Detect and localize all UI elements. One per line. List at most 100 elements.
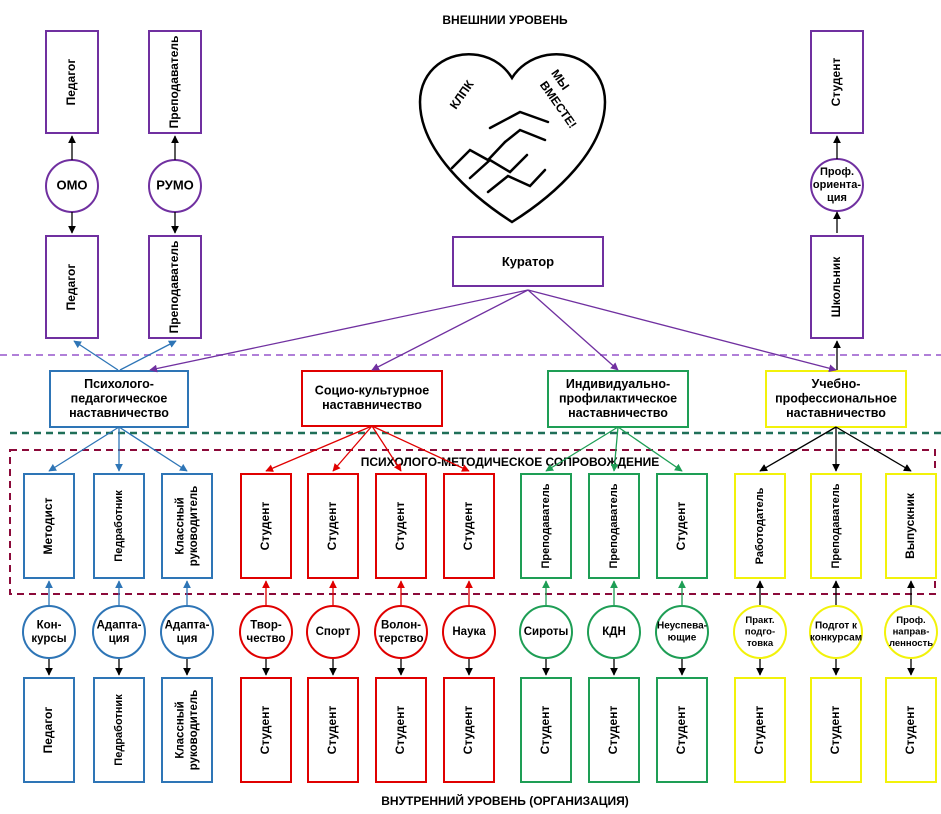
- form-circle-text: Сироты: [524, 626, 569, 638]
- mentee-box-text: Студент: [752, 706, 766, 755]
- form-circle: [374, 605, 428, 659]
- external-bottom-box-text: Преподаватель: [167, 241, 181, 334]
- mentee-box-text: Студент: [258, 706, 272, 755]
- category-box-text: педагогическое: [71, 391, 168, 405]
- curator-box: [452, 236, 604, 287]
- external-circle-text: ОМО: [56, 177, 87, 192]
- external-circle-text: ориента-: [813, 179, 861, 191]
- category-to-mentor-arrow: [118, 426, 188, 472]
- mentee-box-text: Студент: [828, 706, 842, 755]
- mentee-box-text: Педагог: [41, 707, 55, 754]
- category-box: [49, 370, 189, 428]
- external-top-box: [148, 30, 202, 134]
- category-link: [73, 340, 119, 371]
- external-top-box-text: Студент: [829, 58, 843, 107]
- external-circle-text: Проф.: [820, 166, 854, 178]
- mentor-box: [161, 473, 213, 579]
- category-to-mentor-arrow: [371, 425, 470, 472]
- mentee-box: [443, 677, 495, 783]
- curator-link: [527, 289, 619, 371]
- form-circle: [239, 605, 293, 659]
- form-circle-text: Спорт: [316, 626, 351, 638]
- form-circle-text: Наука: [452, 626, 486, 638]
- mentor-box: [23, 473, 75, 579]
- mentee-box-text: Студент: [393, 706, 407, 755]
- category-box-text: Учебно-: [812, 377, 861, 391]
- mentor-box-text: Классный: [174, 497, 186, 554]
- mentor-box-text: Выпускник: [903, 492, 917, 559]
- form-circle-text: Подгот к: [815, 621, 858, 632]
- form-circle: [884, 605, 938, 659]
- external-top-box: [810, 30, 864, 134]
- form-circle-text: ленность: [889, 638, 933, 649]
- mentor-box: [656, 473, 708, 579]
- category-box: [301, 370, 443, 427]
- mentor-box: [810, 473, 862, 579]
- external-bottom-box-text: Педагог: [64, 264, 78, 311]
- methodical-support-title: ПСИХОЛОГО-МЕТОДИЧЕСКОЕ СОПРОВОЖДЕНИЕ: [361, 455, 660, 469]
- mentor-box-text: Студент: [393, 502, 407, 551]
- category-to-mentor-arrow: [835, 426, 912, 472]
- mentee-box: [307, 677, 359, 783]
- mentee-box: [93, 677, 145, 783]
- mentor-box-text: Студент: [674, 502, 688, 551]
- category-box-text: Психолого-: [84, 377, 154, 391]
- form-circle-text: Проф.: [896, 615, 925, 626]
- form-circle-text: терство: [378, 633, 423, 645]
- category-to-mentor-arrow: [371, 425, 402, 472]
- category-box-text: Индивидуально-: [566, 377, 670, 391]
- form-circle-text: чество: [247, 633, 286, 645]
- curator-link: [527, 289, 837, 373]
- mentor-box: [885, 473, 937, 579]
- mentor-box-text: руководитель: [188, 486, 200, 566]
- mentor-box: [443, 473, 495, 579]
- mentee-box: [588, 677, 640, 783]
- category-box-text: наставничество: [568, 406, 668, 420]
- mentor-box-text: Преподаватель: [830, 483, 842, 568]
- mentee-box-text: Педработник: [113, 694, 125, 766]
- form-circle: [22, 605, 76, 659]
- form-circle-text: подго-: [745, 627, 775, 638]
- mentee-box: [161, 677, 213, 783]
- form-circle-text: конкурсам: [810, 633, 862, 644]
- external-bottom-box: [45, 235, 99, 339]
- mentee-box-text: Классный: [174, 701, 186, 758]
- category-box-text: профессиональное: [775, 391, 897, 405]
- form-circle: [519, 605, 573, 659]
- mentee-box: [240, 677, 292, 783]
- curator-link: [149, 289, 529, 373]
- mentor-box: [375, 473, 427, 579]
- form-circle: [92, 605, 146, 659]
- mentee-box-text: Студент: [606, 706, 620, 755]
- external-circle-text: ция: [827, 192, 847, 204]
- mentor-box-text: Студент: [461, 502, 475, 551]
- external-bottom-box: [148, 235, 202, 339]
- mentor-box-text: Работодатель: [754, 487, 766, 564]
- external-bottom-box-text: Школьник: [829, 256, 843, 318]
- curator-label: Куратор: [502, 254, 554, 269]
- mentor-box: [240, 473, 292, 579]
- form-circle-text: ция: [109, 633, 130, 645]
- category-box: [547, 370, 689, 428]
- form-circle: [442, 605, 496, 659]
- mentor-box-text: Преподаватель: [608, 483, 620, 568]
- form-circle-text: Адапта-: [165, 619, 210, 631]
- mentor-box-text: Студент: [325, 502, 339, 551]
- category-to-mentor-arrow: [48, 426, 120, 472]
- form-circle-text: Кон-: [37, 619, 62, 631]
- category-to-mentor-arrow: [610, 426, 619, 472]
- mentee-box-text: Студент: [538, 706, 552, 755]
- category-box: [765, 370, 907, 428]
- mentor-box: [93, 473, 145, 579]
- category-link: [119, 340, 177, 371]
- mentee-box: [656, 677, 708, 783]
- category-box-text: наставничество: [786, 406, 886, 420]
- category-box-text: наставничество: [69, 406, 169, 420]
- mentee-box: [23, 677, 75, 783]
- form-circle: [733, 605, 787, 659]
- mentor-box: [588, 473, 640, 579]
- form-circle-text: ющие: [668, 633, 697, 644]
- form-circle-text: КДН: [602, 626, 626, 638]
- mentee-box: [885, 677, 937, 783]
- form-circle-text: Твор-: [250, 619, 282, 631]
